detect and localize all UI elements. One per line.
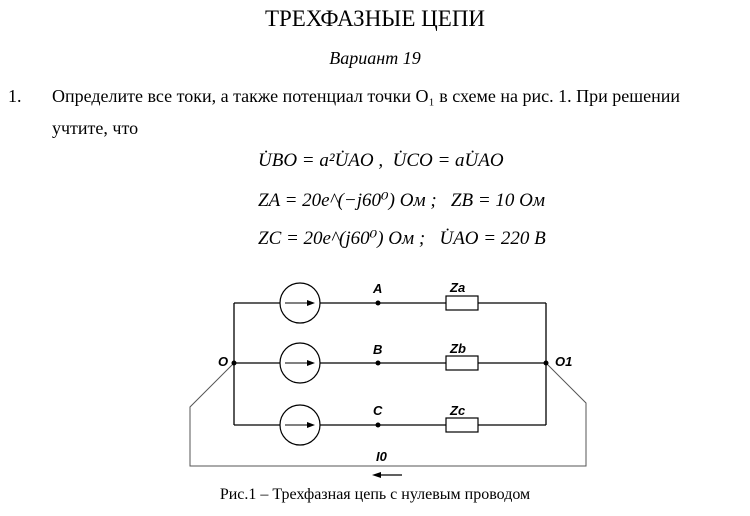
label-i0: I0 bbox=[376, 449, 388, 464]
formula-impedance-c-voltage: ZC = 20e^(j60⁰) Ом ; U̇AO = 220 В bbox=[258, 228, 546, 249]
node-b-dot bbox=[375, 360, 381, 366]
sources bbox=[279, 282, 321, 446]
source-a bbox=[279, 282, 321, 324]
label-a: A bbox=[372, 281, 382, 296]
figure-caption: Рис.1 – Трехфазная цепь с нулевым провод… bbox=[219, 486, 531, 503]
label-b: B bbox=[373, 342, 382, 357]
node-a-dot bbox=[375, 300, 381, 306]
label-za: Za bbox=[449, 280, 465, 295]
resistor-za bbox=[445, 295, 479, 311]
formula-impedances-ab: ZA = 20e^(−j60⁰) Ом ; ZB = 10 Ом bbox=[258, 190, 545, 211]
label-zb: Zb bbox=[449, 341, 466, 356]
resistor-zb bbox=[445, 355, 479, 371]
task-number: 1. bbox=[8, 86, 22, 106]
label-zc: Zc bbox=[449, 403, 466, 418]
label-o1: O1 bbox=[555, 354, 572, 369]
variant-label: Вариант 19 bbox=[329, 48, 421, 68]
neutral-wire bbox=[189, 362, 587, 467]
task-text-line1: Определите все токи, а также потенциал т… bbox=[52, 86, 681, 106]
label-o: O bbox=[218, 354, 228, 369]
page-title: ТРЕХФАЗНЫЕ ЦЕПИ bbox=[264, 6, 486, 31]
node-o1-dot bbox=[543, 360, 549, 366]
label-c: C bbox=[373, 403, 383, 418]
resistor-zc bbox=[445, 417, 479, 433]
node-o-dot bbox=[231, 360, 237, 366]
task-text-line2: учтите, что bbox=[52, 118, 139, 138]
formula-voltages: U̇BO = a²U̇AO , U̇CO = aU̇AO bbox=[258, 150, 504, 171]
node-c-dot bbox=[375, 422, 381, 428]
source-b bbox=[279, 342, 321, 384]
source-c bbox=[279, 404, 321, 446]
